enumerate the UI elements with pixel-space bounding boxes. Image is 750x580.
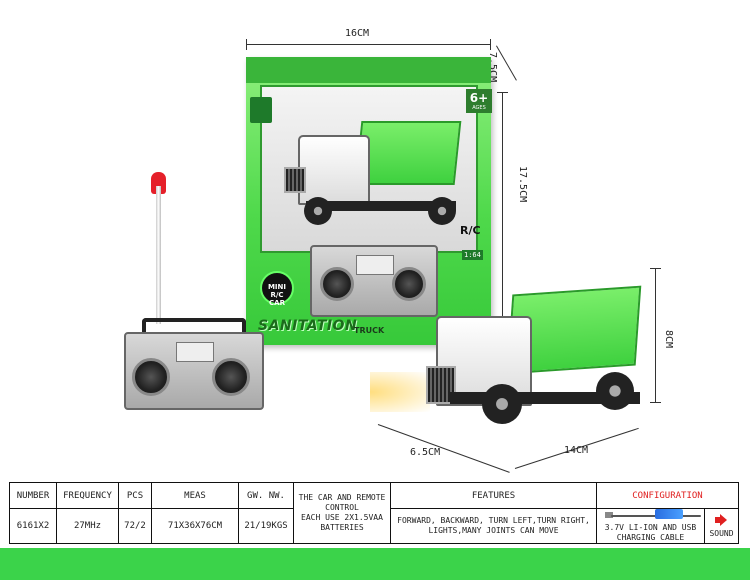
battery-icon [655,509,683,519]
age-value: 6+ [469,91,489,105]
header-frequency: FREQUENCY [56,482,119,509]
package-top-strip [246,57,491,83]
mini-rc-car-logo: MINI R/C CAR [260,271,294,307]
pkg-height-label: 17.5CM [517,166,528,203]
cell-frequency: 27MHz [56,508,119,544]
truck [400,282,650,442]
antenna-tip [151,172,166,194]
pkg-depth-line [496,45,517,81]
pkg-width-line [246,44,491,45]
boxed-remote [310,245,438,317]
truck-height-label: 8CM [663,330,674,349]
spec-header-row: NUMBER FREQUENCY PCS MEAS GW. NW. THE CA… [9,482,739,544]
boxed-truck-cab [298,135,370,205]
header-config: CONFIGURATION [596,482,739,509]
green-footer-bar [0,548,750,580]
remote-speaker-left [132,358,170,396]
title-truck: TRUCK [354,326,385,335]
pkg-width-label: 16CM [345,28,370,39]
boxed-truck-grille [284,167,306,193]
headlight-beam [370,372,430,412]
package-lower-panel: MINI R/C CAR [246,253,491,345]
boxed-truck-chassis [306,201,456,211]
truck-wheel-rear [596,372,634,410]
boxed-remote-speaker-right [392,267,426,301]
header-gw-nw: GW. NW. [238,482,294,509]
truck-height-line [655,268,656,403]
battery-note-header: THE CAR AND REMOTE CONTROL [298,493,386,512]
config-item-label: 3.7V LI-ION AND USB CHARGING CABLE [604,523,697,542]
remote-control [124,318,264,410]
spec-data-row: 6161X2 27MHz 72/2 71X36X76CM 21/19KGS FO… [9,508,739,544]
boxed-truck-wheel-front [304,197,332,225]
truck-length-label: 14CM [564,445,589,456]
battery-note-value: EACH USE 2X1.5VAA BATTERIES [301,513,383,532]
cable-graphic [599,509,702,523]
cell-pcs: 72/2 [118,508,152,544]
boxed-remote-speaker-left [320,267,354,301]
usb-plug-icon [605,512,613,518]
cell-meas: 71X36X76CM [151,508,239,544]
truck-width-label: 6.5CM [410,447,441,458]
truck-wheel-front [482,384,522,424]
pkg-width-tick-left [246,39,247,50]
cell-config-item: 3.7V LI-ION AND USB CHARGING CABLE [596,508,705,544]
age-badge: 6+ AGES [466,89,492,113]
header-features: FEATURES [390,482,597,509]
boxed-truck-wheel-rear [428,197,456,225]
truck-height-tick-bottom [650,402,661,403]
remote-panel [176,342,214,362]
package-window [260,85,478,253]
pkg-height-tick-top [497,92,508,93]
boxed-truck [280,101,470,231]
pkg-height-line [502,92,503,342]
speaker-icon [714,514,729,526]
rc-logo: R/C [460,224,481,237]
antenna [156,186,161,324]
header-meas: MEAS [151,482,239,509]
scale-tag: 1:64 [462,250,483,260]
sound-label: SOUND [709,528,734,538]
spec-table: NUMBER FREQUENCY PCS MEAS GW. NW. THE CA… [9,482,739,544]
cell-number: 6161X2 [9,508,57,544]
header-number: NUMBER [9,482,57,509]
boxed-remote-panel [356,255,394,275]
brand-badge [250,97,272,123]
cell-sound: SOUND [704,508,739,544]
cell-gw-nw: 21/19KGS [238,508,294,544]
remote-handle [142,318,246,336]
boxed-truck-dump-bed [354,121,462,185]
cell-features: FORWARD, BACKWARD, TURN LEFT,TURN RIGHT,… [390,508,597,544]
age-sub: AGES [472,105,486,111]
product-stage: 16CM 7.5CM 17.5CM 6+ AGES MINI R/C CAR [124,28,674,473]
battery-note-cell: THE CAR AND REMOTE CONTROL EACH USE 2X1.… [293,482,391,544]
pkg-width-tick-right [490,39,491,50]
truck-height-tick-top [650,268,661,269]
remote-speaker-right [212,358,250,396]
title-sanitation: SANITATION [258,318,358,334]
header-pcs: PCS [118,482,152,509]
